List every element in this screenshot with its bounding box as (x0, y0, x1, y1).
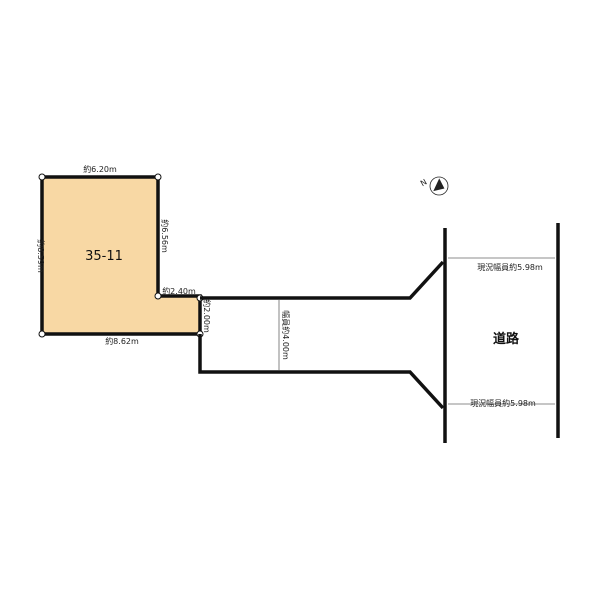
dimension-right-upper: 約6.56m (160, 219, 170, 253)
dimension-notch-top: 約2.40m (162, 286, 196, 296)
road-edges (443, 223, 560, 443)
north-arrow-pointer (433, 178, 445, 192)
passage-bottom-edge (198, 334, 445, 410)
corner-marker (154, 292, 162, 300)
corner-marker (38, 330, 46, 338)
road-width-label-top: 現況幅員約5.98m (477, 262, 543, 272)
passage-top-edge (200, 260, 445, 300)
road-width-label-bottom: 現況幅員約5.98m (470, 398, 536, 408)
dimension-bottom: 約8.62m (105, 336, 139, 346)
dimension-lines (278, 257, 555, 405)
road-label: 道路 (493, 331, 520, 347)
dimension-notch-right: 約2.00m (202, 299, 212, 333)
lot-label: 35-11 (85, 249, 123, 264)
dimension-top: 約6.20m (83, 164, 117, 174)
north-arrow-label: N (419, 177, 429, 188)
access-passage (198, 260, 445, 410)
corner-marker (154, 173, 162, 181)
corner-marker (38, 173, 46, 181)
passage-width-label: 幅員約4.00m (281, 310, 291, 360)
north-arrow-icon (429, 176, 449, 196)
dimension-left: 約8.59m (36, 239, 46, 273)
